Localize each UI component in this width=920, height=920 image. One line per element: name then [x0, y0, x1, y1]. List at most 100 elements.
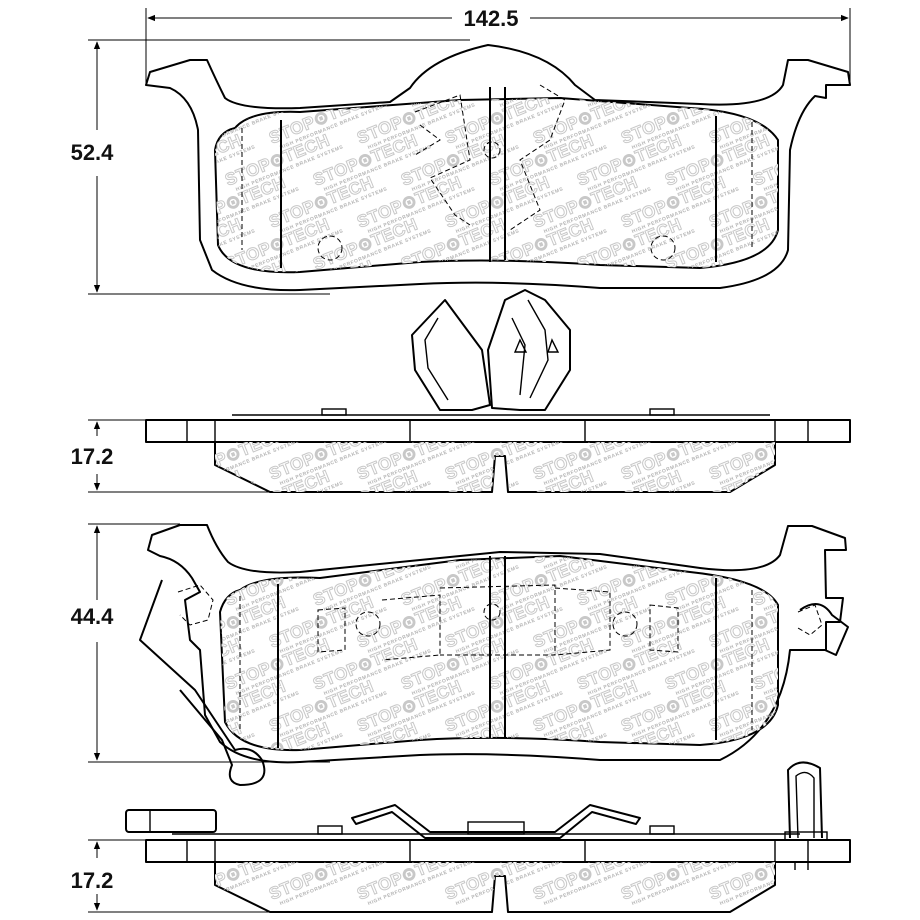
watermark-tagline-text: HIGH PERFORMANCE BRAKE SYSTEMS	[631, 522, 740, 571]
watermark-brand-text: STOP⊙TECH	[794, 257, 904, 316]
watermark-brand-text: STOP⊙TECH	[794, 761, 904, 820]
watermark-tagline-text: HIGH PERFORMANCE BRAKE SYSTEMS	[851, 480, 920, 529]
watermark-tagline-text: HIGH PERFORMANCE BRAKE SYSTEMS	[807, 606, 916, 655]
watermark-brand-text: STOP⊙TECH	[706, 341, 816, 400]
watermark-brand-text: STOP⊙TECH	[310, 383, 420, 442]
watermark-brand-text: STOP⊙TECH	[354, 341, 464, 400]
watermark-brand-text: STOP⊙TECH	[838, 131, 920, 190]
watermark-brand-text: STOP⊙TECH	[354, 761, 464, 820]
watermark-tagline-text: HIGH PERFORMANCE BRAKE SYSTEMS	[895, 186, 920, 235]
watermark-brand-text: STOP⊙TECH	[442, 257, 552, 316]
watermark-brand-text: STOP⊙TECH	[882, 89, 920, 148]
watermark-brand-text: STOP⊙TECH	[794, 341, 904, 400]
watermark-brand-text: STOP⊙TECH	[354, 5, 464, 64]
watermark-tagline-text: HIGH PERFORMANCE BRAKE SYSTEMS	[763, 228, 872, 277]
watermark-tagline-text: HIGH PERFORMANCE BRAKE SYSTEMS	[719, 18, 828, 67]
watermark-tagline-text: HIGH PERFORMANCE BRAKE SYSTEMS	[455, 270, 564, 319]
watermark-brand-text: STOP⊙TECH	[134, 383, 244, 442]
watermark-brand-text: STOP⊙TECH	[794, 593, 904, 652]
width-label: 142.5	[463, 6, 518, 31]
watermark-brand-text: STOP⊙TECH	[266, 761, 376, 820]
watermark-brand-text: STOP⊙TECH	[794, 257, 904, 316]
watermark-brand-text: STOP⊙TECH	[574, 803, 684, 862]
watermark-tagline-text: HIGH PERFORMANCE BRAKE SYSTEMS	[763, 60, 872, 109]
watermark-tagline-text: HIGH PERFORMANCE BRAKE SYSTEMS	[895, 606, 920, 655]
watermark-tagline-text: HIGH PERFORMANCE BRAKE SYSTEMS	[631, 354, 740, 403]
watermark-brand-text: STOP⊙TECH	[442, 341, 552, 400]
watermark-brand-text: STOP⊙TECH	[794, 5, 904, 64]
watermark-tagline-text: HIGH PERFORMANCE BRAKE SYSTEMS	[367, 354, 476, 403]
watermark-brand-text: STOP⊙TECH	[574, 299, 684, 358]
watermark-brand-text: STOP⊙TECH	[794, 173, 904, 232]
watermark-tagline-text: HIGH PERFORMANCE BRAKE SYSTEMS	[191, 354, 300, 403]
watermark-tagline-text: HIGH PERFORMANCE BRAKE SYSTEMS	[191, 354, 300, 403]
watermark-brand-text: STOP⊙TECH	[706, 5, 816, 64]
watermark-tagline-text: HIGH PERFORMANCE BRAKE SYSTEMS	[807, 270, 916, 319]
watermark-brand-text: STOP⊙TECH	[442, 341, 552, 400]
watermark-tagline-text: HIGH PERFORMANCE BRAKE SYSTEMS	[851, 60, 920, 109]
watermark-brand-text: STOP⊙TECH	[442, 341, 552, 400]
watermark-tagline-text: HIGH PERFORMANCE BRAKE SYSTEMS	[543, 270, 652, 319]
watermark-tagline-text: HIGH PERFORMANCE BRAKE SYSTEMS	[895, 270, 920, 319]
watermark-tagline-text: HIGH PERFORMANCE BRAKE SYSTEMS	[895, 102, 920, 151]
watermark-tagline-text: HIGH PERFORMANCE BRAKE SYSTEMS	[763, 564, 872, 613]
watermark-tagline-text: HIGH PERFORMANCE BRAKE SYSTEMS	[675, 60, 784, 109]
watermark-tagline-text: HIGH PERFORMANCE BRAKE SYSTEMS	[851, 816, 920, 865]
watermark-tagline-text: HIGH PERFORMANCE BRAKE SYSTEMS	[631, 270, 740, 319]
watermark-brand-text: STOP⊙TECH	[222, 299, 332, 358]
watermark-tagline-text: HIGH PERFORMANCE BRAKE SYSTEMS	[895, 186, 920, 235]
watermark-tagline-text: HIGH PERFORMANCE BRAKE SYSTEMS	[763, 312, 872, 361]
watermark-brand-text: STOP⊙TECH	[266, 761, 376, 820]
watermark-brand-text: STOP⊙TECH	[882, 341, 920, 400]
dimension-width: 142.5	[145, 6, 851, 85]
watermark-brand-text: STOP⊙TECH	[222, 803, 332, 862]
watermark-tagline-text: HIGH PERFORMANCE BRAKE SYSTEMS	[719, 354, 828, 403]
watermark-brand-text: STOP⊙TECH	[222, 803, 332, 862]
watermark-tagline-text: HIGH PERFORMANCE BRAKE SYSTEMS	[763, 816, 872, 865]
watermark-brand-text: STOP⊙TECH	[574, 299, 684, 358]
watermark-tagline-text: HIGH PERFORMANCE BRAKE SYSTEMS	[851, 228, 920, 277]
watermark-brand-text: STOP⊙TECH	[442, 257, 552, 316]
watermark-brand-text: STOP⊙TECH	[178, 509, 288, 568]
watermark-brand-text: STOP⊙TECH	[266, 509, 376, 568]
watermark-brand-text: STOP⊙TECH	[838, 635, 920, 694]
watermark-brand-text: STOP⊙TECH	[882, 677, 920, 736]
bottom-pad-height-label: 44.4	[71, 604, 115, 629]
watermark-tagline-text: HIGH PERFORMANCE BRAKE SYSTEMS	[807, 858, 916, 907]
watermark-tagline-text: HIGH PERFORMANCE BRAKE SYSTEMS	[147, 480, 256, 529]
watermark-brand-text: STOP⊙TECH	[178, 5, 288, 64]
watermark-tagline-text: HIGH PERFORMANCE BRAKE SYSTEMS	[719, 522, 828, 571]
watermark-brand-text: STOP⊙TECH	[838, 551, 920, 610]
watermark-tagline-text: HIGH PERFORMANCE BRAKE SYSTEMS	[631, 522, 740, 571]
watermark-tagline-text: HIGH PERFORMANCE BRAKE SYSTEMS	[543, 774, 652, 823]
